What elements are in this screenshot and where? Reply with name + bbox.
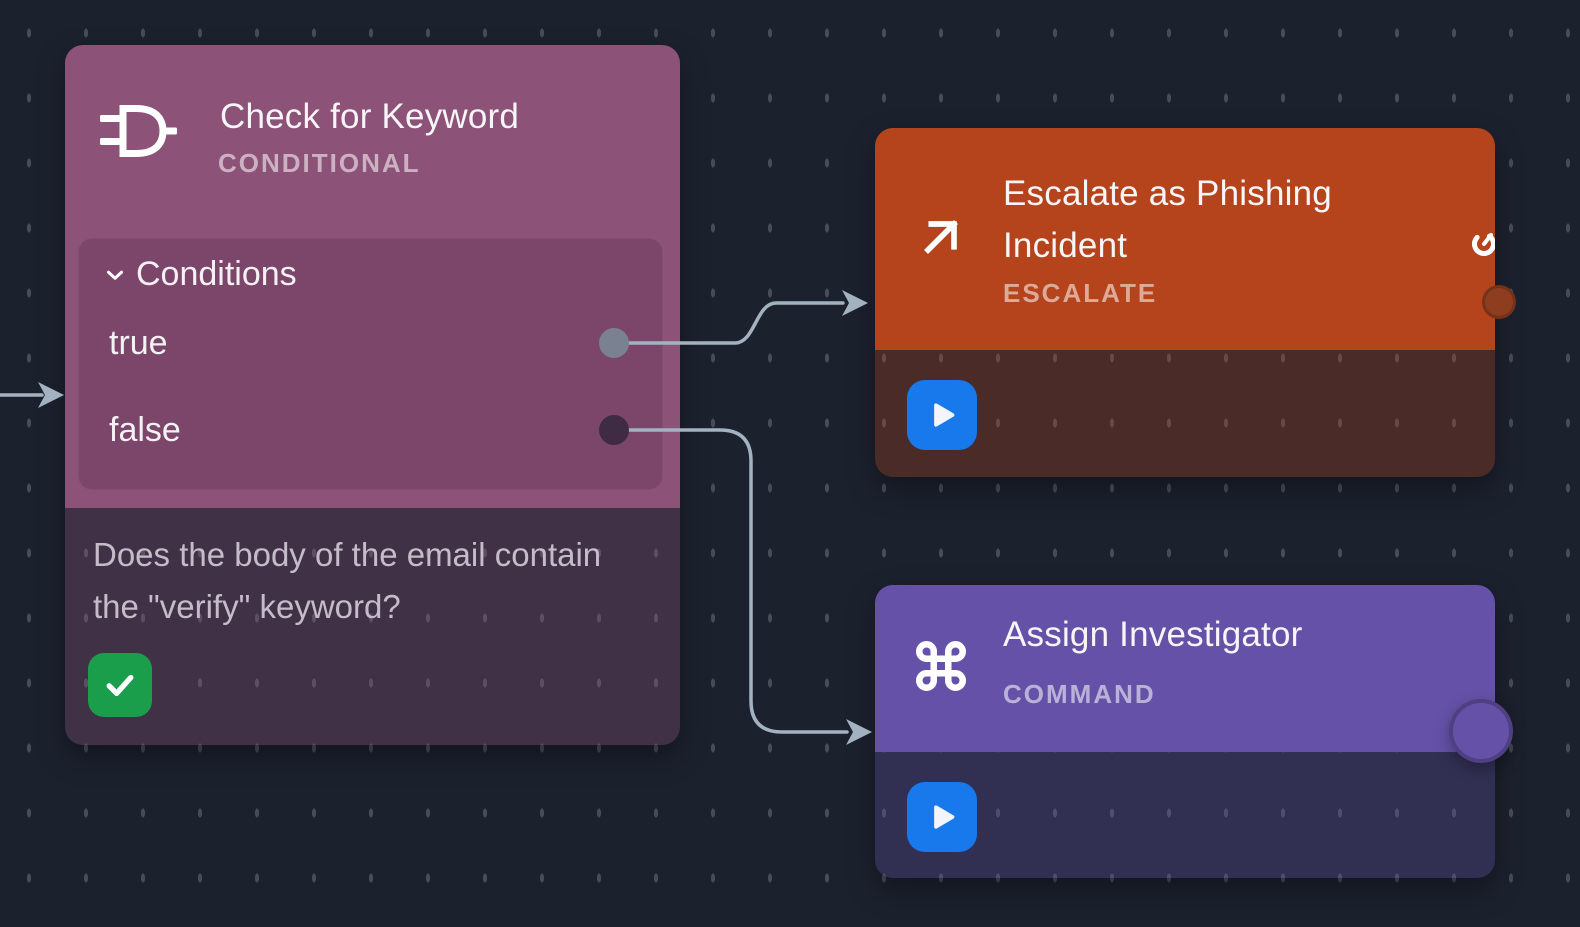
chevron-down-icon xyxy=(102,262,128,288)
false-output-port[interactable] xyxy=(599,415,629,445)
node-description: Does the body of the email contain the "… xyxy=(93,536,602,625)
arrowhead-icon xyxy=(38,382,64,408)
escalate-node-header: Escalate as Phishing Incident ESCALATE xyxy=(875,128,1495,350)
escalate-node-body xyxy=(875,350,1495,477)
timer-icon xyxy=(1468,227,1495,259)
logic-gate-icon xyxy=(100,105,177,157)
node-title: Escalate as Phishing Incident xyxy=(1003,174,1332,265)
node-type-label: COMMAND xyxy=(1003,679,1156,709)
node-type-label: CONDITIONAL xyxy=(218,148,421,178)
arrowhead-icon xyxy=(846,719,872,745)
edge-false-to-command[interactable] xyxy=(623,428,872,745)
output-label-true: true xyxy=(109,324,168,362)
output-label-false: false xyxy=(109,411,181,449)
status-success-badge[interactable] xyxy=(88,653,152,717)
conditional-node-body: Does the body of the email contain the "… xyxy=(65,508,680,745)
arrow-up-right-icon xyxy=(915,211,967,263)
play-icon xyxy=(934,805,955,829)
node-assign-investigator[interactable]: Assign Investigator COMMAND xyxy=(875,585,1495,878)
check-icon xyxy=(106,674,134,696)
node-check-for-keyword[interactable]: Check for Keyword CONDITIONAL Conditions… xyxy=(65,45,680,745)
conditional-node-header: Check for Keyword CONDITIONAL Conditions… xyxy=(65,45,680,508)
command-node-header: Assign Investigator COMMAND xyxy=(875,585,1495,752)
edge-incoming[interactable] xyxy=(0,382,64,408)
run-node-button[interactable] xyxy=(907,380,977,450)
node-type-label: ESCALATE xyxy=(1003,278,1158,308)
command-output-port[interactable] xyxy=(1449,699,1513,763)
command-node-body xyxy=(875,752,1495,878)
run-node-button[interactable] xyxy=(907,782,977,852)
edge-true-to-escalate[interactable] xyxy=(623,290,868,345)
conditions-panel-toggle[interactable]: Conditions xyxy=(79,253,662,297)
node-title: Assign Investigator xyxy=(1003,615,1303,654)
arrowhead-icon xyxy=(842,290,868,316)
conditions-label: Conditions xyxy=(136,255,297,293)
node-title: Check for Keyword xyxy=(220,97,520,136)
true-output-port[interactable] xyxy=(599,328,629,358)
escalate-output-port[interactable] xyxy=(1482,285,1516,319)
conditions-panel: Conditions true false xyxy=(78,238,663,490)
command-icon xyxy=(912,637,970,695)
node-escalate-as-phishing-incident[interactable]: Escalate as Phishing Incident ESCALATE xyxy=(875,128,1495,477)
play-icon xyxy=(934,403,955,427)
